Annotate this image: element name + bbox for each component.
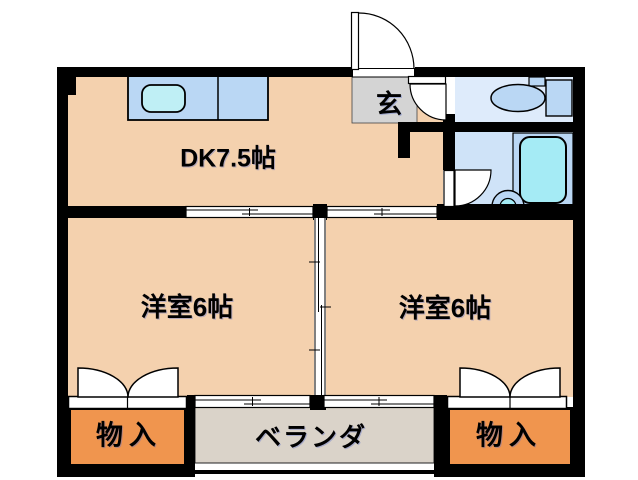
veranda-label: ベランダ (254, 422, 368, 452)
toilet-bowl (490, 83, 546, 113)
entrance-door-swing-arc (358, 12, 415, 70)
bathtub (519, 136, 567, 204)
toilet-door-swing (409, 83, 447, 121)
wall-corner-step (68, 67, 76, 95)
wall-bottom-left (57, 467, 195, 477)
wall-mid-left (57, 206, 186, 218)
dk-room-label: DK7.5帖 (180, 144, 276, 173)
closet-right-box (447, 407, 573, 467)
bedroom-right-label: 洋室6帖 (398, 293, 492, 323)
genkan-label: 玄 (375, 89, 403, 119)
closet-left-label: 物入 (96, 420, 162, 451)
closet-left-door-swing-b (127, 367, 179, 398)
bedroom-partition-sliding-door (309, 218, 331, 395)
wall-mid-right (437, 204, 585, 220)
wall-veranda-post-right (434, 395, 447, 477)
wall-veranda-post-left (187, 395, 195, 477)
closet-right-sill (446, 395, 568, 410)
closet-left-box (68, 407, 187, 467)
wall-mid-center-post (313, 204, 327, 220)
closet-right-door-swing-b (509, 367, 561, 398)
veranda-railing (187, 470, 447, 474)
walls (57, 67, 585, 477)
veranda-windows (194, 394, 435, 409)
bedroom-left-label: 洋室6帖 (140, 292, 234, 322)
wall-hall-lower (443, 132, 455, 170)
closet-doors (67, 367, 568, 410)
wall-toilet-bath-divider (398, 122, 585, 132)
dk-sliding-doors (185, 205, 438, 219)
wall-right (573, 67, 585, 477)
closet-right-label: 物入 (476, 420, 542, 451)
entrance-door-leaf (350, 11, 360, 71)
kitchen-sink (141, 84, 186, 113)
wall-top-right (415, 67, 585, 77)
wall-partition-bottom-post (310, 395, 326, 410)
toilet-door-leaf (407, 75, 447, 85)
bedroom-right-floor (326, 217, 573, 397)
wall-bottom-right (434, 467, 585, 477)
wall-genkan-l-piece (398, 122, 410, 158)
entrance-door-sill (352, 68, 415, 78)
toilet-tank (545, 79, 573, 117)
bedroom-left-floor (68, 217, 314, 397)
bathroom-door-leaf (443, 169, 455, 208)
wall-top-left (57, 67, 352, 77)
toilet-flush-button (528, 76, 546, 87)
wall-left (57, 67, 68, 477)
bathroom-door-swing (454, 169, 492, 207)
